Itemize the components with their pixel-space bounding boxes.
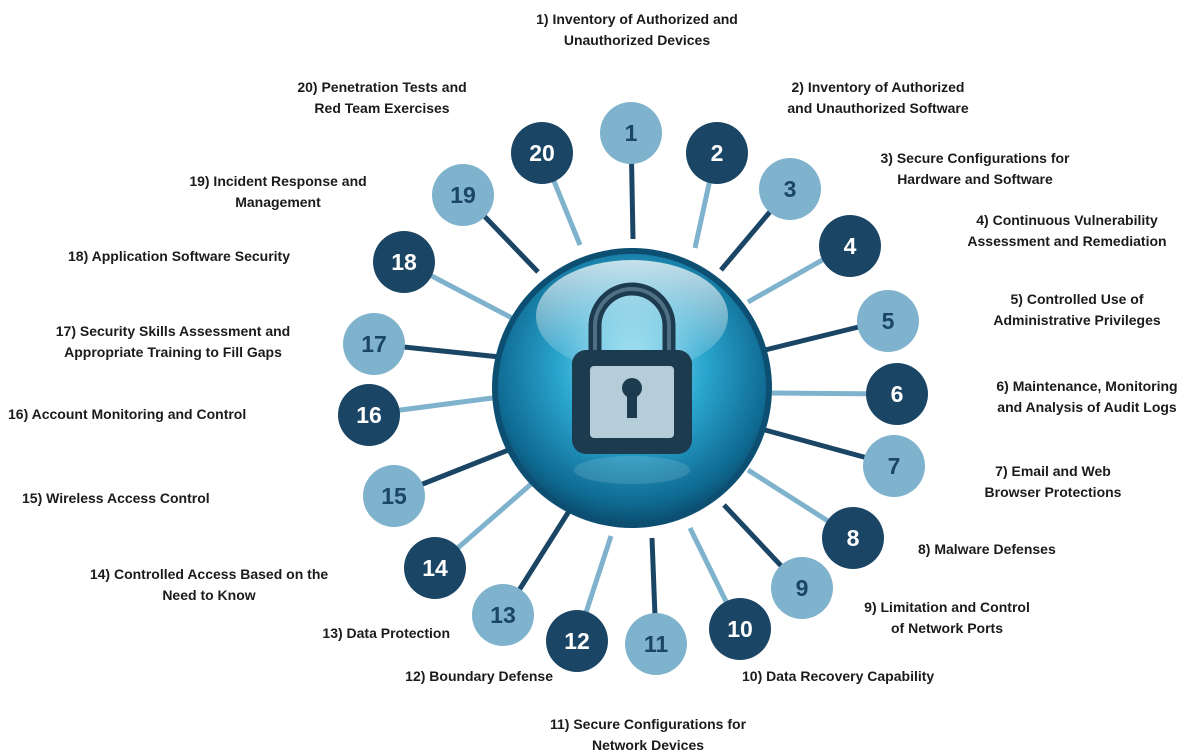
node-16: 16 xyxy=(338,384,400,446)
node-1: 1 xyxy=(600,102,662,164)
label-line: 15) Wireless Access Control xyxy=(22,490,210,506)
node-number-14: 14 xyxy=(422,555,448,581)
node-11: 11 xyxy=(625,613,687,675)
label-line: 4) Continuous Vulnerability xyxy=(976,212,1158,228)
node-number-11: 11 xyxy=(644,631,669,657)
node-number-15: 15 xyxy=(381,483,407,509)
node-number-16: 16 xyxy=(356,402,382,428)
label-line: Assessment and Remediation xyxy=(967,233,1167,249)
node-number-5: 5 xyxy=(882,308,895,334)
label-line: 18) Application Software Security xyxy=(68,248,290,264)
node-7: 7 xyxy=(863,435,925,497)
label-control-18: 18) Application Software Security xyxy=(68,246,290,267)
label-control-2: 2) Inventory of Authorized and Unauthoriz… xyxy=(787,77,968,119)
label-line: 16) Account Monitoring and Control xyxy=(8,406,247,422)
label-control-15: 15) Wireless Access Control xyxy=(22,488,210,509)
label-control-8: 8) Malware Defenses xyxy=(918,539,1056,560)
node-4: 4 xyxy=(819,215,881,277)
node-number-4: 4 xyxy=(844,233,857,259)
label-line: 20) Penetration Tests and xyxy=(297,79,467,95)
node-3: 3 xyxy=(759,158,821,220)
node-number-9: 9 xyxy=(796,575,809,601)
label-line: 8) Malware Defenses xyxy=(918,541,1056,557)
node-number-1: 1 xyxy=(625,120,638,146)
numbered-nodes: 1 2 3 4 5 6 7 8 9 10 11 12 13 14 15 16 1… xyxy=(338,102,928,675)
node-17: 17 xyxy=(343,313,405,375)
label-line: of Network Ports xyxy=(890,620,1003,636)
label-line: 14) Controlled Access Based on the xyxy=(89,566,329,582)
node-20: 20 xyxy=(511,122,573,184)
label-line: Red Team Exercises xyxy=(314,100,450,116)
node-13: 13 xyxy=(472,584,534,646)
label-line: and Analysis of Audit Logs xyxy=(997,399,1177,415)
node-8: 8 xyxy=(822,507,884,569)
node-number-10: 10 xyxy=(727,616,753,642)
label-line: and Unauthorized Software xyxy=(787,100,969,116)
node-18: 18 xyxy=(373,231,435,293)
label-control-13: 13) Data Protection xyxy=(322,623,450,644)
label-line: 5) Controlled Use of xyxy=(1010,291,1144,307)
node-14: 14 xyxy=(404,537,466,599)
node-number-17: 17 xyxy=(361,331,387,357)
padlock-icon xyxy=(572,282,692,454)
node-10: 10 xyxy=(709,598,771,660)
node-15: 15 xyxy=(363,465,425,527)
label-line: 2) Inventory of Authorized xyxy=(791,79,965,95)
label-line: 10) Data Recovery Capability xyxy=(742,668,935,684)
node-number-13: 13 xyxy=(490,602,516,628)
label-line: Administrative Privileges xyxy=(993,312,1161,328)
node-number-6: 6 xyxy=(891,381,904,407)
node-19: 19 xyxy=(432,164,494,226)
node-5: 5 xyxy=(857,290,919,352)
label-control-16: 16) Account Monitoring and Control xyxy=(8,404,246,425)
label-line: 7) Email and Web xyxy=(995,463,1111,479)
label-control-6: 6) Maintenance, Monitoring and Analysis o… xyxy=(996,376,1177,418)
label-line: 11) Secure Configurations for xyxy=(549,716,747,732)
label-line: Need to Know xyxy=(162,587,256,603)
node-number-12: 12 xyxy=(564,628,590,654)
label-line: Appropriate Training to Fill Gaps xyxy=(64,344,282,360)
center-orb xyxy=(492,248,772,528)
label-line: Browser Protections xyxy=(984,484,1122,500)
node-number-20: 20 xyxy=(529,140,555,166)
node-12: 12 xyxy=(546,610,608,672)
node-number-2: 2 xyxy=(711,140,724,166)
label-line: Management xyxy=(235,194,321,210)
label-line: 13) Data Protection xyxy=(322,625,450,641)
label-line: Unauthorized Devices xyxy=(563,32,711,48)
node-number-8: 8 xyxy=(847,525,860,551)
label-line: 9) Limitation and Control xyxy=(864,599,1030,615)
label-line: 19) Incident Response and xyxy=(189,173,367,189)
label-control-5: 5) Controlled Use of Administrative Privi… xyxy=(993,289,1160,331)
node-9: 9 xyxy=(771,557,833,619)
node-number-7: 7 xyxy=(888,453,901,479)
label-line: 12) Boundary Defense xyxy=(405,668,553,684)
node-6: 6 xyxy=(866,363,928,425)
label-line: 1) Inventory of Authorized and xyxy=(536,11,738,27)
label-control-9: 9) Limitation and Control of Network Port… xyxy=(864,597,1030,639)
label-line: 17) Security Skills Assessment and xyxy=(55,323,291,339)
label-control-12: 12) Boundary Defense xyxy=(405,666,553,687)
label-line: 3) Secure Configurations for xyxy=(880,150,1070,166)
node-number-18: 18 xyxy=(391,249,417,275)
label-control-10: 10) Data Recovery Capability xyxy=(742,666,934,687)
label-line: Network Devices xyxy=(591,737,705,753)
node-number-19: 19 xyxy=(450,182,476,208)
label-line: Hardware and Software xyxy=(897,171,1053,187)
node-2: 2 xyxy=(686,122,748,184)
label-line: 6) Maintenance, Monitoring xyxy=(996,378,1178,394)
node-number-3: 3 xyxy=(784,176,797,202)
